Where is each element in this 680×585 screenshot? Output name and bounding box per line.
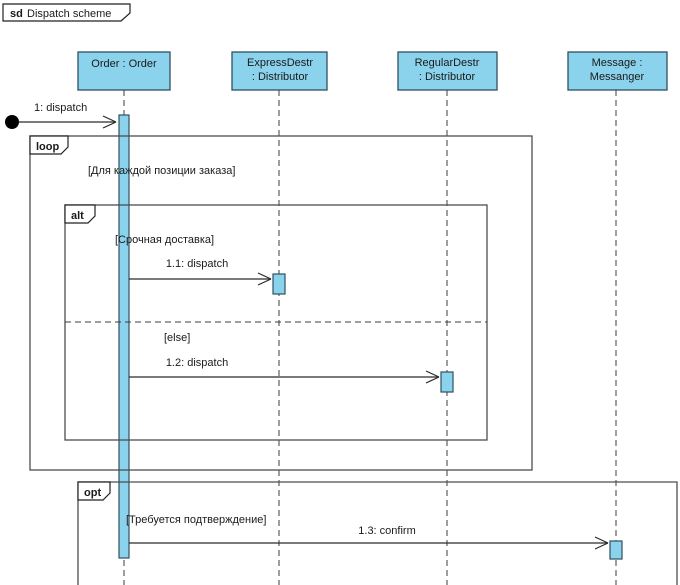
loop-operator-label: loop xyxy=(36,141,59,153)
activation-bar-message[interactable] xyxy=(609,540,623,560)
diagram-title-tab[interactable]: sd Dispatch scheme xyxy=(2,3,131,22)
lifeline-head-message[interactable]: Message : Messanger xyxy=(567,51,668,91)
message-label: 1: dispatch xyxy=(34,102,87,114)
lifeline-label-line2: Messanger xyxy=(590,71,645,83)
lifeline-head-order[interactable]: Order : Order xyxy=(77,51,171,91)
loop-frame-border xyxy=(29,135,533,471)
open-arrowhead-icon xyxy=(425,370,440,384)
opt-fragment[interactable]: opt [Требуется подтверждение] xyxy=(77,481,678,585)
title-keyword: sd xyxy=(10,8,23,20)
alt-guard: [Срочная доставка] xyxy=(115,234,214,246)
activation-bar-order[interactable] xyxy=(118,114,130,559)
lifeline-label-line1: ExpressDestr xyxy=(247,57,313,69)
initial-node-icon xyxy=(5,115,19,129)
lifeline-label-line2: : Distributor xyxy=(419,71,476,83)
message-label: 1.1: dispatch xyxy=(166,258,228,270)
loop-fragment[interactable]: loop [Для каждой позиции заказа] xyxy=(29,135,533,471)
lifeline-head-box xyxy=(397,51,498,91)
activation-bar-expressdestr[interactable] xyxy=(272,273,286,295)
alt-fragment[interactable]: alt [Срочная доставка] [else] xyxy=(64,204,488,441)
lifeline-head-box xyxy=(231,51,328,91)
message-label: 1.3: confirm xyxy=(358,525,415,537)
opt-guard: [Требуется подтверждение] xyxy=(126,514,266,526)
open-arrowhead-icon xyxy=(102,115,117,129)
open-arrowhead-icon xyxy=(594,536,609,550)
message-1-1-dispatch[interactable]: 1.1: dispatch xyxy=(129,258,272,286)
alt-operator-label: alt xyxy=(71,210,84,222)
message-label: 1.2: dispatch xyxy=(166,357,228,369)
message-1-dispatch[interactable]: 1: dispatch xyxy=(5,102,117,129)
lifeline-head-box xyxy=(77,51,171,91)
opt-frame-border xyxy=(77,481,678,585)
lifeline-head-expressdestr[interactable]: ExpressDestr : Distributor xyxy=(231,51,328,91)
loop-guard: [Для каждой позиции заказа] xyxy=(88,165,235,177)
loop-operator-badge xyxy=(29,135,69,155)
open-arrowhead-icon xyxy=(257,272,272,286)
lifeline-label-line1: Message : xyxy=(592,57,643,69)
opt-operator-label: opt xyxy=(84,487,101,499)
alt-else-guard: [else] xyxy=(164,332,190,344)
lifeline-label: Order : Order xyxy=(91,58,157,70)
lifeline-label-line1: RegularDestr xyxy=(415,57,480,69)
activation-bar-regulardestr[interactable] xyxy=(440,371,454,393)
lifeline-head-regulardestr[interactable]: RegularDestr : Distributor xyxy=(397,51,498,91)
title-tab-shape xyxy=(2,3,131,22)
lifeline-head-box xyxy=(567,51,668,91)
message-1-2-dispatch[interactable]: 1.2: dispatch xyxy=(129,357,440,384)
opt-operator-badge xyxy=(77,481,111,501)
alt-operator-badge xyxy=(64,204,96,224)
message-1-3-confirm[interactable]: 1.3: confirm xyxy=(129,525,609,550)
lifeline-label-line2: : Distributor xyxy=(252,71,309,83)
title-text: Dispatch scheme xyxy=(27,8,111,20)
